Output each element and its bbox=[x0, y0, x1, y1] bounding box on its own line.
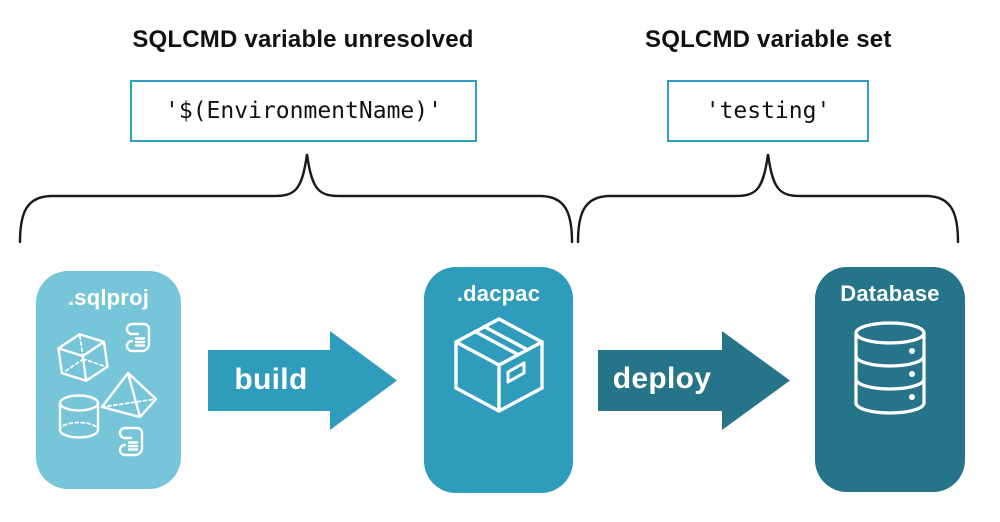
script-scroll-icon bbox=[125, 322, 151, 353]
stage-card-sqlproj: .sqlproj bbox=[36, 271, 181, 489]
stage-title-sqlproj: .sqlproj bbox=[67, 285, 150, 310]
database-cylinder-icon bbox=[854, 321, 926, 415]
pyramid-icon bbox=[100, 371, 158, 419]
left-brace bbox=[18, 153, 574, 244]
cube-icon bbox=[57, 333, 109, 382]
stage-title-dacpac: .dacpac bbox=[456, 281, 541, 306]
left-section-heading: SQLCMD variable unresolved bbox=[132, 26, 474, 53]
sqlcmd-variable-unresolved-box: '$(EnvironmentName)' bbox=[130, 80, 477, 142]
sqlcmd-variable-unresolved-value: '$(EnvironmentName)' bbox=[165, 98, 442, 124]
sqlcmd-variable-set-box: 'testing' bbox=[667, 80, 869, 142]
deploy-arrow-label: deploy bbox=[612, 362, 712, 395]
cylinder-icon bbox=[58, 394, 100, 439]
sqlcmd-variable-set-value: 'testing' bbox=[705, 98, 831, 124]
script-scroll-icon bbox=[118, 426, 144, 457]
right-brace bbox=[576, 153, 960, 244]
sql-objects-icon bbox=[57, 322, 158, 457]
package-box-icon bbox=[453, 317, 544, 413]
stage-card-database: Database bbox=[815, 267, 965, 492]
right-section-heading: SQLCMD variable set bbox=[645, 26, 892, 53]
stage-card-dacpac: .dacpac bbox=[424, 267, 573, 493]
stage-title-database: Database bbox=[840, 281, 940, 306]
build-arrow-label: build bbox=[234, 363, 308, 396]
